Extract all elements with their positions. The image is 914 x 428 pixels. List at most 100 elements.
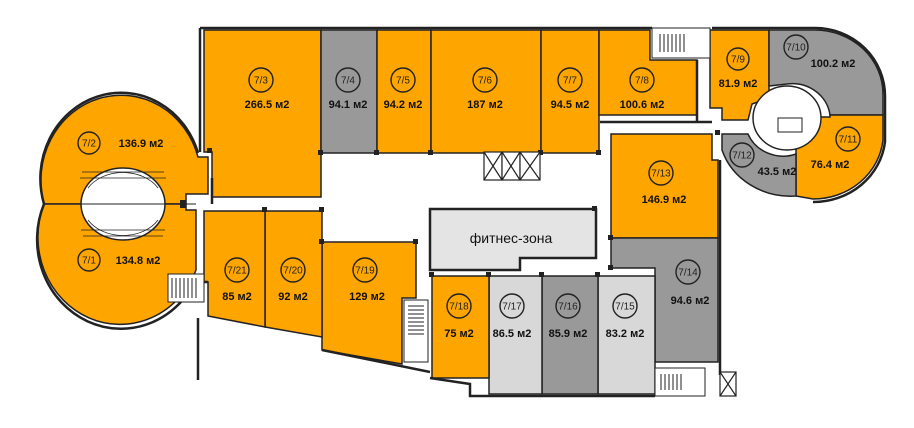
unit-7-2-area-label: 136.9 м2 (119, 138, 164, 150)
unit-7-18-badge (446, 293, 472, 319)
unit-7-19-code: 7/19 (355, 266, 375, 277)
unit-7-19-label: 7/19 129 м2 (349, 257, 385, 303)
unit-7-12-area-label: 43.5 м2 (758, 166, 797, 178)
unit-7-14-area-label: 94.6 м2 (671, 295, 710, 307)
unit-7-4-label: 7/4 94.1 м2 (329, 67, 368, 111)
unit-7-10[interactable] (768, 29, 884, 116)
unit-7-13[interactable] (610, 133, 719, 239)
unit-7-5-area-label: 94.2 м2 (384, 99, 423, 111)
unit-7-13-label: 7/13 146.9 м2 (642, 160, 687, 206)
unit-labels: 7/1 134.8 м2 7/2 136.9 м2 7/3 266.5 м2 7… (77, 34, 861, 340)
unit-7-15[interactable] (597, 275, 656, 395)
unit-7-16-label: 7/16 85.9 м2 (549, 293, 588, 340)
unit-7-10-area (768, 29, 884, 116)
unit-7-12-area (721, 133, 797, 197)
unit-7-10-code: 7/10 (786, 43, 806, 54)
unit-7-21-area-label: 85 м2 (222, 291, 252, 303)
unit-7-20-badge (280, 257, 306, 283)
unit-7-16-code: 7/16 (558, 302, 578, 313)
unit-7-5-area (376, 29, 432, 154)
unit-7-10-badge (783, 34, 809, 60)
unit-7-5-code: 7/5 (396, 76, 410, 87)
unit-7-1-badge (77, 248, 101, 272)
unit-7-11-code: 7/11 (839, 135, 858, 146)
unit-7-9-badge (726, 47, 750, 71)
unit-7-5-label: 7/5 94.2 м2 (384, 67, 423, 111)
unit-7-7-label: 7/7 94.5 м2 (551, 67, 589, 111)
unit-7-12-code: 7/12 (732, 151, 752, 162)
unit-7-19-badge (352, 257, 378, 283)
unit-7-20-area-label: 92 м2 (278, 291, 308, 303)
unit-7-7-code: 7/7 (563, 76, 577, 87)
unit-7-15-area-label: 83.2 м2 (606, 328, 645, 340)
unit-7-1-area-label: 134.8 м2 (116, 255, 161, 267)
unit-7-3[interactable] (203, 29, 322, 198)
unit-7-17-code: 7/17 (502, 302, 522, 313)
unit-7-17-badge (499, 293, 525, 319)
unit-7-15-label: 7/15 83.2 м2 (606, 293, 645, 340)
unit-7-9-area-label: 81.9 м2 (719, 78, 758, 90)
unit-7-13-code: 7/13 (651, 169, 671, 180)
unit-7-9-code: 7/9 (731, 55, 745, 66)
unit-7-8-area-label: 100.6 м2 (620, 99, 665, 111)
unit-7-1-code: 7/1 (82, 256, 96, 267)
unit-7-6-badge (472, 67, 498, 93)
unit-7-11-label: 7/11 76.4 м2 (811, 126, 861, 171)
unit-7-21-badge (224, 257, 250, 283)
unit-7-6-code: 7/6 (478, 76, 492, 87)
unit-7-4-area-label: 94.1 м2 (329, 99, 368, 111)
unit-7-16-area (541, 275, 599, 395)
unit-7-12-badge (729, 142, 755, 168)
unit-7-16[interactable] (541, 275, 599, 395)
unit-7-13-badge (648, 160, 674, 186)
unit-7-2-label: 7/2 136.9 м2 (77, 131, 164, 155)
unit-7-3-area-label: 266.5 м2 (245, 99, 290, 111)
unit-7-18[interactable] (431, 275, 490, 379)
unit-7-19-area (321, 241, 417, 365)
unit-7-10-label: 7/10 100.2 м2 (783, 34, 856, 70)
unit-7-17-area-label: 86.5 м2 (493, 328, 532, 340)
unit-7-1-label: 7/1 134.8 м2 (77, 248, 161, 272)
unit-7-18-area-label: 75 м2 (444, 328, 474, 340)
unit-7-6-area-label: 187 м2 (467, 99, 503, 111)
unit-7-19-area-label: 129 м2 (349, 291, 385, 303)
stairwells (167, 27, 803, 397)
unit-7-5[interactable] (376, 29, 432, 154)
unit-7-19[interactable] (321, 241, 417, 365)
unit-7-13-area-label: 146.9 м2 (642, 194, 687, 206)
unit-7-5-badge (390, 67, 416, 93)
unit-7-18-label: 7/18 75 м2 (444, 293, 474, 340)
unit-7-12-label: 7/12 43.5 м2 (729, 142, 797, 178)
unit-7-4-code: 7/4 (341, 76, 355, 87)
unit-7-14-label: 7/14 94.6 м2 (671, 259, 710, 307)
unit-7-7-badge (557, 67, 583, 93)
unit-7-15-badge (612, 293, 638, 319)
unit-7-20-code: 7/20 (283, 266, 303, 277)
unit-7-3-badge (248, 67, 274, 93)
unit-7-13-area (610, 133, 719, 239)
unit-7-21-code: 7/21 (227, 266, 247, 277)
unit-7-18-code: 7/18 (449, 302, 469, 313)
unit-7-8-code: 7/8 (635, 76, 649, 87)
building-walls (35, 26, 887, 398)
unit-7-15-area (597, 275, 656, 395)
unit-7-8-badge (629, 67, 655, 93)
fitness-zone-label: фитнес-зона (470, 230, 553, 246)
unit-7-3-area (203, 29, 322, 198)
unit-7-3-label: 7/3 266.5 м2 (245, 67, 290, 111)
unit-7-15-code: 7/15 (615, 302, 635, 313)
unit-7-14-code: 7/14 (678, 268, 698, 279)
unit-7-12[interactable] (721, 133, 797, 197)
unit-7-10-area-label: 100.2 м2 (811, 58, 856, 70)
unit-7-2-code: 7/2 (82, 139, 96, 150)
unit-7-4-badge (335, 67, 361, 93)
unit-7-2-badge (77, 131, 101, 155)
unit-7-6-label: 7/6 187 м2 (467, 67, 503, 111)
unit-7-21-label: 7/21 85 м2 (222, 257, 252, 303)
unit-7-11-area-label: 76.4 м2 (811, 159, 850, 171)
unit-7-3-code: 7/3 (254, 76, 268, 87)
unit-7-16-area-label: 85.9 м2 (549, 328, 588, 340)
atrium-hatch (80, 171, 166, 237)
